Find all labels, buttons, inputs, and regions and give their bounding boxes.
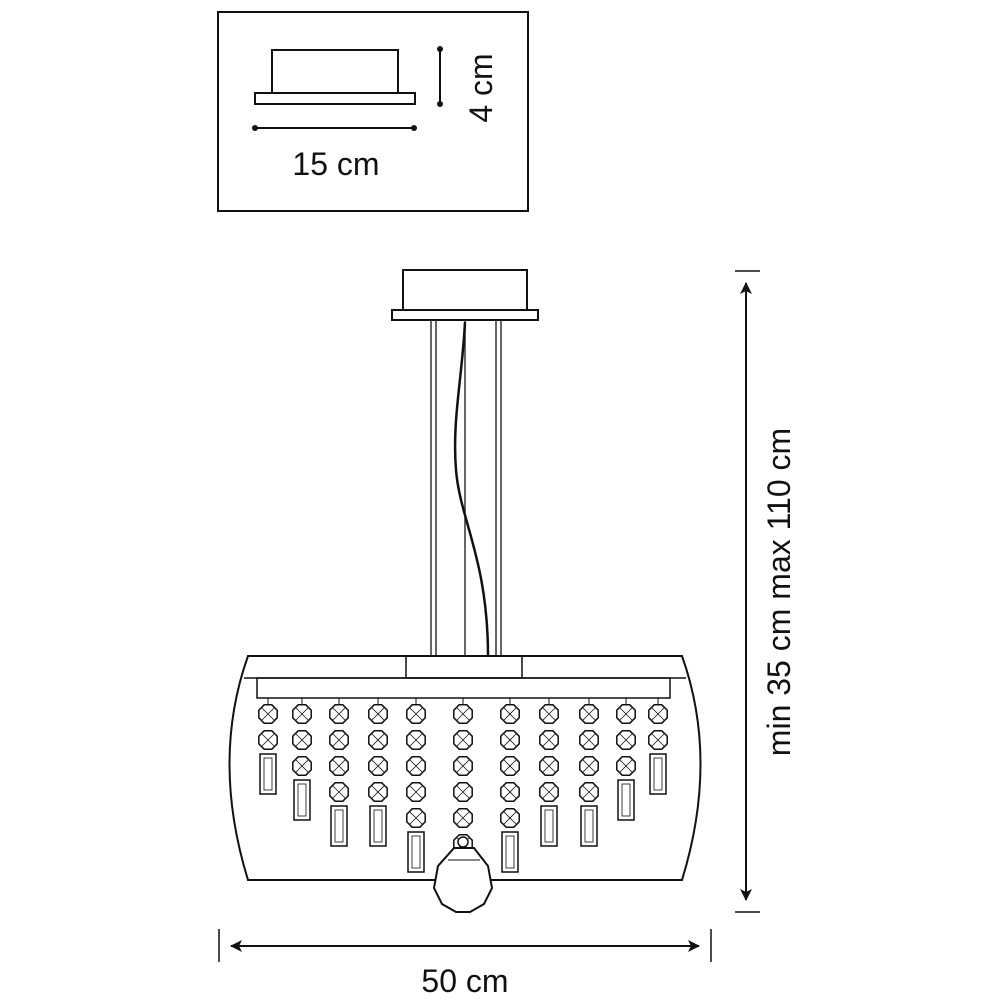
inset-width-dot-left — [252, 125, 258, 131]
bead-facet — [332, 707, 346, 721]
bead-facet — [503, 707, 517, 721]
bead-facet — [542, 759, 556, 773]
prism-pendant — [259, 753, 277, 795]
bead-facet — [409, 707, 423, 721]
crystal-frame-bar — [256, 677, 671, 699]
inset-frame — [217, 11, 529, 212]
drop-crystal-body — [432, 847, 494, 913]
bead-facet — [456, 785, 470, 799]
center-drop-crystal — [432, 836, 494, 913]
bead-facet — [456, 733, 470, 747]
bead-facet — [651, 733, 665, 747]
bead-facet — [503, 759, 517, 773]
prism-facet — [297, 783, 307, 817]
prism-facet — [621, 783, 631, 817]
bead-facet — [371, 785, 385, 799]
canopy-box — [402, 269, 528, 311]
bead-facet — [503, 811, 517, 825]
width-label: 50 cm — [421, 963, 508, 999]
power-cable — [453, 321, 490, 657]
drum-shade — [228, 655, 702, 881]
prism-facet — [411, 835, 421, 869]
bead-facet — [582, 707, 596, 721]
bead-facet — [332, 785, 346, 799]
bead-facet — [456, 811, 470, 825]
bead-facet — [409, 811, 423, 825]
bead-facet — [409, 785, 423, 799]
crystal-strands — [258, 698, 668, 873]
bead-facet — [582, 785, 596, 799]
bead-facet — [371, 733, 385, 747]
prism-pendant — [501, 831, 519, 873]
bead-facet — [542, 785, 556, 799]
width-dimension: 50 cm — [218, 929, 712, 999]
bead-facet — [582, 733, 596, 747]
drum-top-mount — [405, 655, 523, 679]
prism-facet — [505, 835, 515, 869]
prism-pendant — [540, 805, 558, 847]
height-dimension: min 35 cm max 110 cm — [735, 270, 797, 913]
inset-width-label: 15 cm — [292, 146, 379, 182]
inset-width-dot-right — [411, 125, 417, 131]
chandelier-front-view — [228, 269, 702, 913]
canopy-plate — [391, 309, 539, 321]
bead-facet — [295, 733, 309, 747]
bead-facet — [651, 707, 665, 721]
prism-pendant — [369, 805, 387, 847]
prism-facet — [334, 809, 344, 843]
canopy-inset: 15 cm 4 cm — [217, 11, 529, 212]
drop-crystal-hook — [457, 836, 469, 848]
prism-pendant — [580, 805, 598, 847]
bead-facet — [295, 707, 309, 721]
prism-facet — [584, 809, 594, 843]
bead-facet — [456, 707, 470, 721]
bead-facet — [409, 759, 423, 773]
prism-facet — [544, 809, 554, 843]
bead-facet — [332, 733, 346, 747]
height-label: min 35 cm max 110 cm — [761, 428, 797, 756]
bead-facet — [371, 707, 385, 721]
bead-facet — [409, 733, 423, 747]
bead-facet — [619, 707, 633, 721]
bead-facet — [261, 707, 275, 721]
inset-canopy-box — [271, 49, 399, 94]
inset-height-dot-top — [437, 46, 443, 52]
bead-facet — [503, 733, 517, 747]
prism-pendant — [293, 779, 311, 821]
inset-height-label: 4 cm — [463, 53, 499, 122]
inset-canopy-plate — [254, 92, 416, 105]
bead-facet — [371, 759, 385, 773]
bead-facet — [503, 785, 517, 799]
prism-facet — [653, 757, 663, 791]
bead-facet — [582, 759, 596, 773]
bead-facet — [619, 759, 633, 773]
bead-facet — [332, 759, 346, 773]
prism-facet — [373, 809, 383, 843]
prism-pendant — [617, 779, 635, 821]
inset-height-dot-bottom — [437, 101, 443, 107]
prism-pendant — [407, 831, 425, 873]
bead-facet — [456, 759, 470, 773]
bead-facet — [542, 707, 556, 721]
prism-pendant — [330, 805, 348, 847]
prism-facet — [263, 757, 273, 791]
prism-pendant — [649, 753, 667, 795]
bead-facet — [542, 733, 556, 747]
bead-facet — [295, 759, 309, 773]
bead-facet — [261, 733, 275, 747]
bead-facet — [619, 733, 633, 747]
